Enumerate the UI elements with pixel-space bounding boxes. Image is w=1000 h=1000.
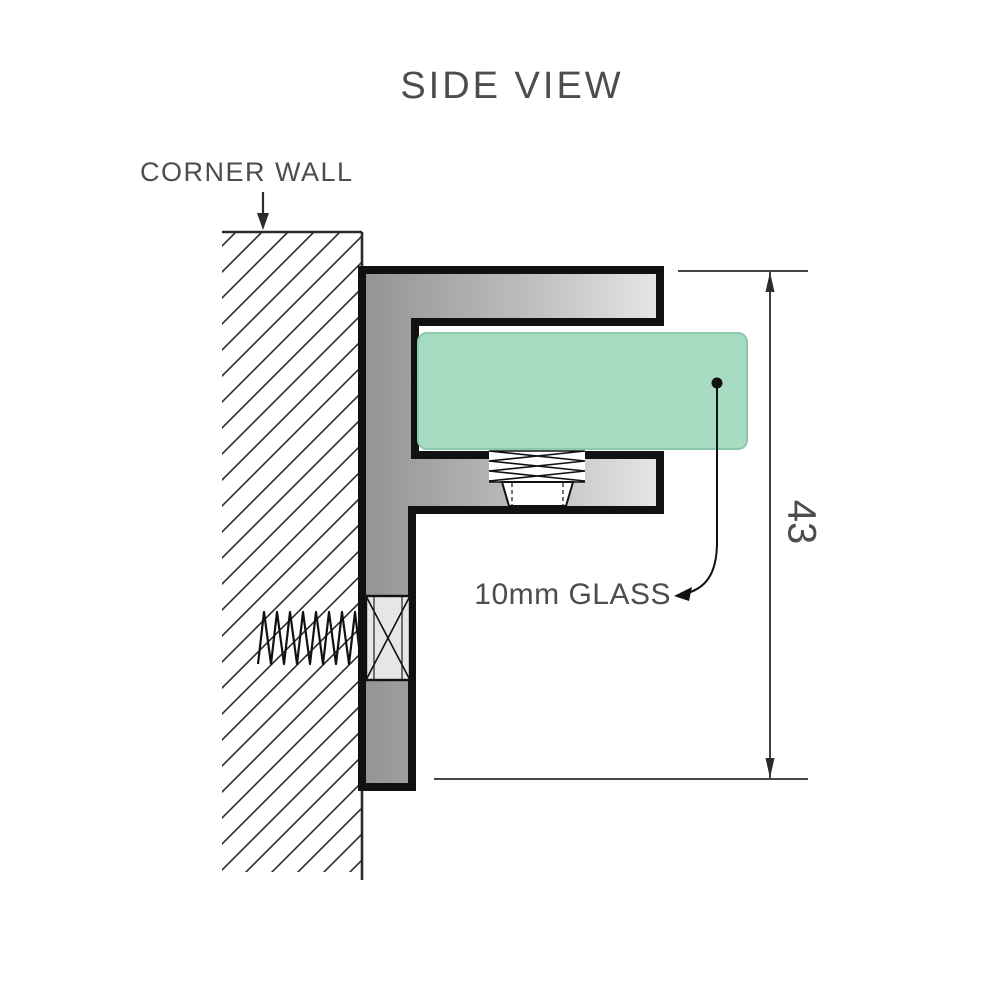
dimension-arrow-bottom	[765, 758, 775, 778]
wall-hatching	[222, 232, 362, 872]
corner-wall-arrow	[257, 192, 269, 230]
diagram-title: SIDE VIEW	[400, 65, 623, 107]
glass-leader-arrow	[674, 587, 692, 601]
corner-wall-label: CORNER WALL	[140, 157, 354, 187]
dimension-arrow-top	[765, 272, 775, 292]
glass-panel	[417, 332, 748, 450]
wall-screw-insert	[364, 594, 412, 682]
set-screw	[488, 450, 586, 507]
dimension-label: 43	[779, 500, 823, 545]
glass-marker-dot	[711, 377, 723, 389]
glass-label: 10mm GLASS	[474, 578, 671, 611]
dimension: 43	[434, 270, 823, 780]
bracket-body	[358, 266, 664, 791]
wall-screw-thread	[256, 610, 363, 666]
